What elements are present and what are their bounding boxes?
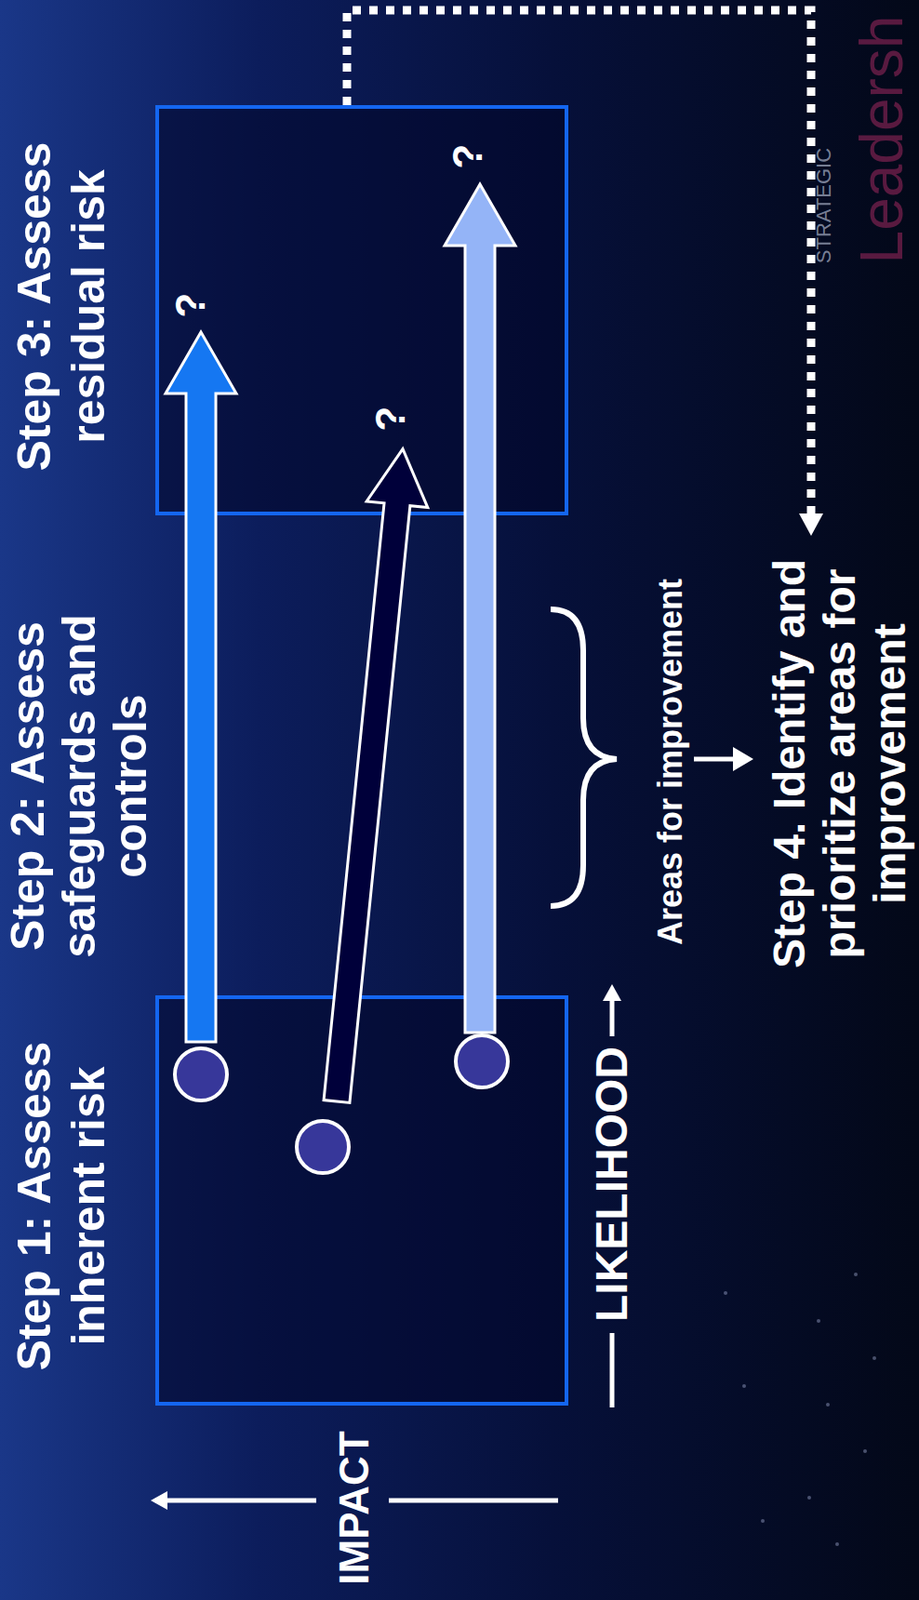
axis-label: IMPACT — [333, 1419, 375, 1597]
pointer-arrow-line — [693, 757, 737, 762]
light-dot — [760, 1518, 765, 1523]
question-mark: ? — [445, 128, 491, 185]
risk-point — [296, 1120, 349, 1173]
question-mark: ? — [168, 277, 214, 333]
residual-risk-box: Step 3: Assess residual risk — [155, 105, 569, 516]
risk-point — [455, 1035, 508, 1088]
box-heading: Step 1: Assess inherent risk — [8, 992, 116, 1421]
light-dot — [816, 1318, 821, 1323]
risk-arrow — [306, 445, 434, 1105]
risk-arrow — [165, 332, 237, 1042]
risk-arrow-group — [306, 445, 434, 1105]
curly-brace — [550, 609, 617, 906]
annotation-text: Areas for improvement — [652, 538, 690, 986]
light-dot — [742, 1384, 746, 1388]
risk-point — [174, 1048, 227, 1101]
light-dot — [863, 1449, 867, 1453]
light-dot — [825, 1402, 830, 1407]
inherent-risk-box: Step 1: Assess inherent risk — [155, 995, 569, 1406]
light-dot — [835, 1542, 840, 1546]
watermark-text: STRATEGIC — [813, 126, 835, 285]
axis-arrow-head — [150, 1491, 168, 1510]
feedback-dotted-line — [346, 10, 812, 514]
pointer-arrow-head — [732, 746, 754, 772]
risk-points — [174, 1035, 508, 1173]
city-lights — [723, 1272, 877, 1546]
box-heading: Step 3: Assess residual risk — [8, 93, 116, 521]
step-heading: Step 4. Identify and prioritize areas fo… — [764, 540, 915, 987]
axis-arrow-head — [602, 984, 622, 1001]
watermark-text: Leadersh — [852, 1, 912, 278]
light-dot — [872, 1356, 877, 1360]
light-dot — [853, 1272, 858, 1277]
axis-line — [165, 1498, 317, 1504]
light-dot — [807, 1495, 812, 1500]
risk-arrow — [444, 184, 516, 1033]
feedback-arrow-head — [799, 513, 824, 536]
step-heading: Step 2: Assess safeguards and controls — [2, 572, 157, 1000]
axis-line — [610, 997, 615, 1037]
axis-line — [388, 1498, 559, 1504]
question-mark: ? — [368, 390, 413, 447]
axis-label: LIKELIHOOD — [589, 1035, 635, 1333]
axis-line — [610, 1332, 615, 1408]
risk-arrows — [165, 184, 516, 1105]
light-dot — [723, 1291, 728, 1295]
